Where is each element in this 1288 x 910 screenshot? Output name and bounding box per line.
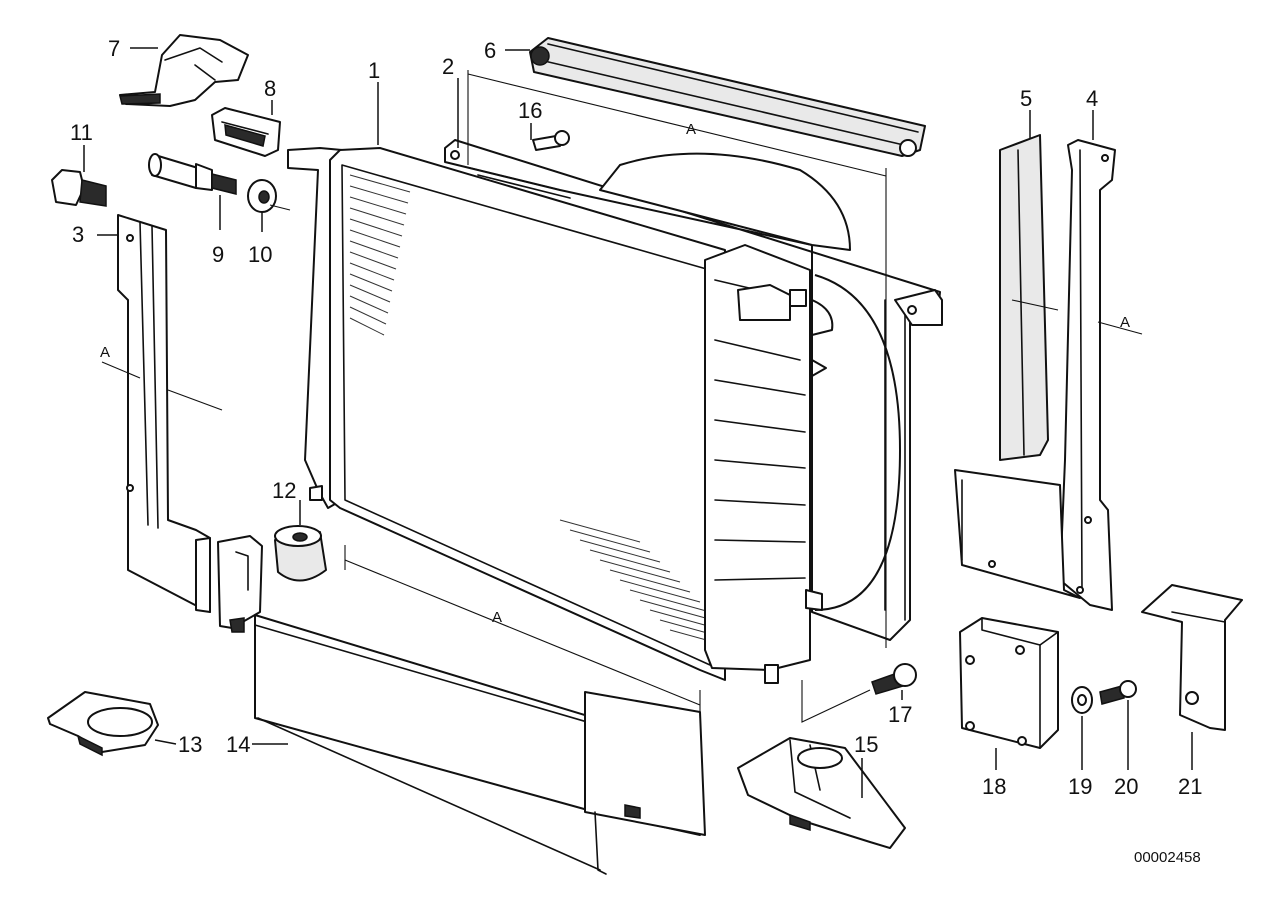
clip-8-part	[211, 107, 281, 157]
fin-line	[349, 207, 405, 226]
fin-line	[589, 549, 671, 573]
callout-7: 7	[108, 36, 120, 61]
callout-18: 18	[982, 774, 1006, 799]
callout-labels: 1 2 3 4 5 6 7 8 9 10 11 12 13 14 15 16 1…	[70, 36, 1202, 799]
rubber-strip-5-part	[999, 134, 1049, 461]
side-bracket-4-part	[954, 139, 1116, 611]
fin-line	[349, 273, 393, 292]
dimension-label-left: A	[100, 344, 110, 361]
bottom-mount-13-part	[47, 691, 159, 757]
callout-2: 2	[442, 54, 454, 79]
callout-21: 21	[1178, 774, 1202, 799]
callout-3: 3	[72, 222, 84, 247]
bracket-7-part	[119, 34, 249, 107]
callout-10: 10	[248, 242, 272, 267]
fin-line	[349, 196, 407, 215]
rubber-mount-12-part	[274, 525, 327, 582]
fin-line	[349, 251, 397, 270]
fin-line	[629, 589, 711, 613]
leader-lines	[83, 47, 1193, 798]
callout-12: 12	[272, 478, 296, 503]
bracket-15-part	[737, 737, 906, 849]
bolt-16-part	[532, 130, 570, 151]
side-bracket-3-part	[117, 214, 211, 613]
fin-line	[349, 174, 411, 193]
fin-line	[349, 306, 387, 325]
fin-line	[349, 185, 409, 204]
seal-strip-part	[529, 37, 926, 157]
callout-9: 9	[212, 242, 224, 267]
dimension-label-bottom: A	[492, 609, 502, 626]
washer-10-part	[247, 179, 277, 213]
callout-14: 14	[226, 732, 250, 757]
air-duct-14-part	[254, 614, 706, 875]
callout-5: 5	[1020, 86, 1032, 111]
fin-line	[579, 539, 661, 563]
bracket-21-part	[1141, 584, 1243, 731]
fin-line	[349, 295, 389, 314]
sensor-9-part	[148, 153, 237, 195]
bracket-small-part	[217, 535, 263, 633]
fin-line	[349, 218, 403, 237]
fin-line	[349, 229, 401, 248]
callout-11: 11	[70, 120, 93, 145]
callout-16: 16	[518, 98, 542, 123]
callout-13: 13	[178, 732, 202, 757]
bolt-17-part	[871, 663, 917, 695]
document-number: 00002458	[1134, 849, 1201, 866]
callout-17: 17	[888, 702, 912, 727]
dimension-label-top: A	[686, 121, 696, 138]
fin-line	[349, 317, 385, 336]
callout-8: 8	[264, 76, 276, 101]
bolt-11-part	[51, 169, 107, 207]
radiator-part	[287, 147, 834, 684]
module-box-18-part	[959, 617, 1059, 749]
dimension-lines	[101, 70, 1143, 723]
fin-line	[599, 559, 681, 583]
dimension-labels: A A A A	[100, 121, 1130, 626]
washer-19-part	[1071, 686, 1093, 714]
callout-6: 6	[484, 38, 496, 63]
callout-19: 19	[1068, 774, 1092, 799]
fin-line	[349, 240, 399, 259]
dimension-label-right: A	[1120, 314, 1130, 331]
callout-4: 4	[1086, 86, 1098, 111]
callout-20: 20	[1114, 774, 1138, 799]
callout-15: 15	[854, 732, 878, 757]
fin-line	[349, 284, 391, 303]
fin-line	[559, 519, 641, 543]
fin-line	[349, 262, 395, 281]
fin-line	[619, 579, 701, 603]
callout-1: 1	[368, 58, 380, 83]
fin-line	[609, 569, 691, 593]
screw-20-part	[1099, 680, 1137, 705]
fin-line	[569, 529, 651, 553]
fan-shroud-part	[444, 139, 943, 641]
